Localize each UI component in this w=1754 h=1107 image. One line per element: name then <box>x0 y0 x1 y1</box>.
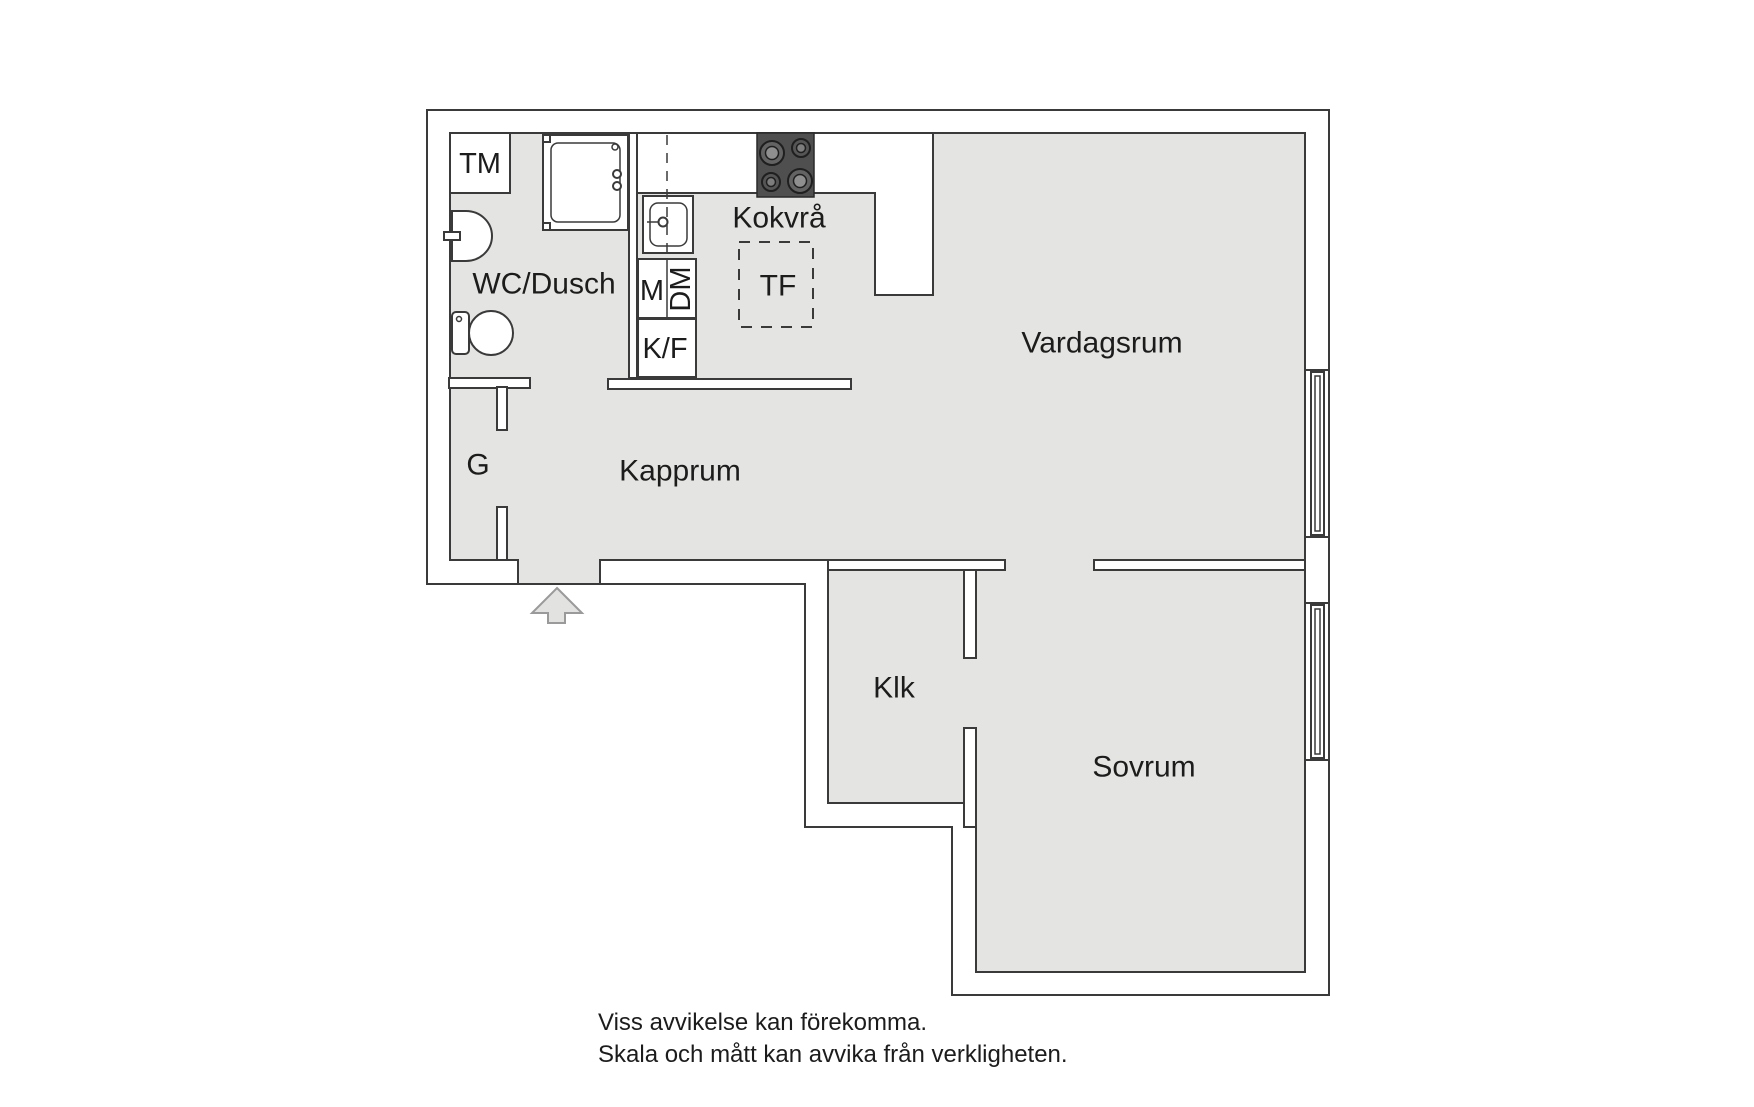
wall-vardagsrum-sovrum <box>1093 559 1306 571</box>
disclaimer-line-2: Skala och mått kan avvika från verklighe… <box>598 1041 1068 1068</box>
dm-label: DM <box>665 266 697 311</box>
kitchen-counter <box>636 132 934 296</box>
window-sovrum-icon <box>1305 602 1329 761</box>
m-label: M <box>640 275 664 307</box>
room-label-sovrum: Sovrum <box>1092 751 1195 784</box>
wall-g-stub-lower <box>496 506 508 561</box>
wall-wc-kitchen <box>628 132 638 379</box>
room-label-wc-dusch: WC/Dusch <box>472 268 615 301</box>
room-label-garderob: G <box>466 449 489 482</box>
disclaimer-line-1: Viss avvikelse kan förekomma. <box>598 1009 927 1036</box>
kf-label: K/F <box>642 333 687 365</box>
window-vardagsrum-icon <box>1305 369 1329 538</box>
wall-klk-sovrum-upper <box>963 569 977 659</box>
appliance-boxes <box>637 258 697 378</box>
kitchen-sink-icon <box>642 195 694 254</box>
wall-wc-south <box>448 377 531 389</box>
toilet-icon <box>451 310 514 356</box>
shower-icon <box>542 134 629 231</box>
building-outline <box>426 109 1330 996</box>
tf-label: TF <box>760 270 797 303</box>
wall-g-stub-upper <box>496 386 508 431</box>
washing-machine-box <box>449 132 511 194</box>
wall-klk-sovrum-lower <box>963 727 977 828</box>
room-label-klk: Klk <box>873 672 916 705</box>
washbasin-icon <box>443 210 493 262</box>
wall-kitchen-south <box>607 378 852 390</box>
room-label-kapprum: Kapprum <box>619 455 741 488</box>
wall-klk-north <box>827 559 1006 571</box>
entrance-arrow-icon <box>529 586 585 624</box>
stove-icon <box>756 132 815 198</box>
room-label-vardagsrum: Vardagsrum <box>1021 327 1182 360</box>
tm-label: TM <box>459 148 501 180</box>
room-label-kokvra: Kokvrå <box>732 202 826 235</box>
